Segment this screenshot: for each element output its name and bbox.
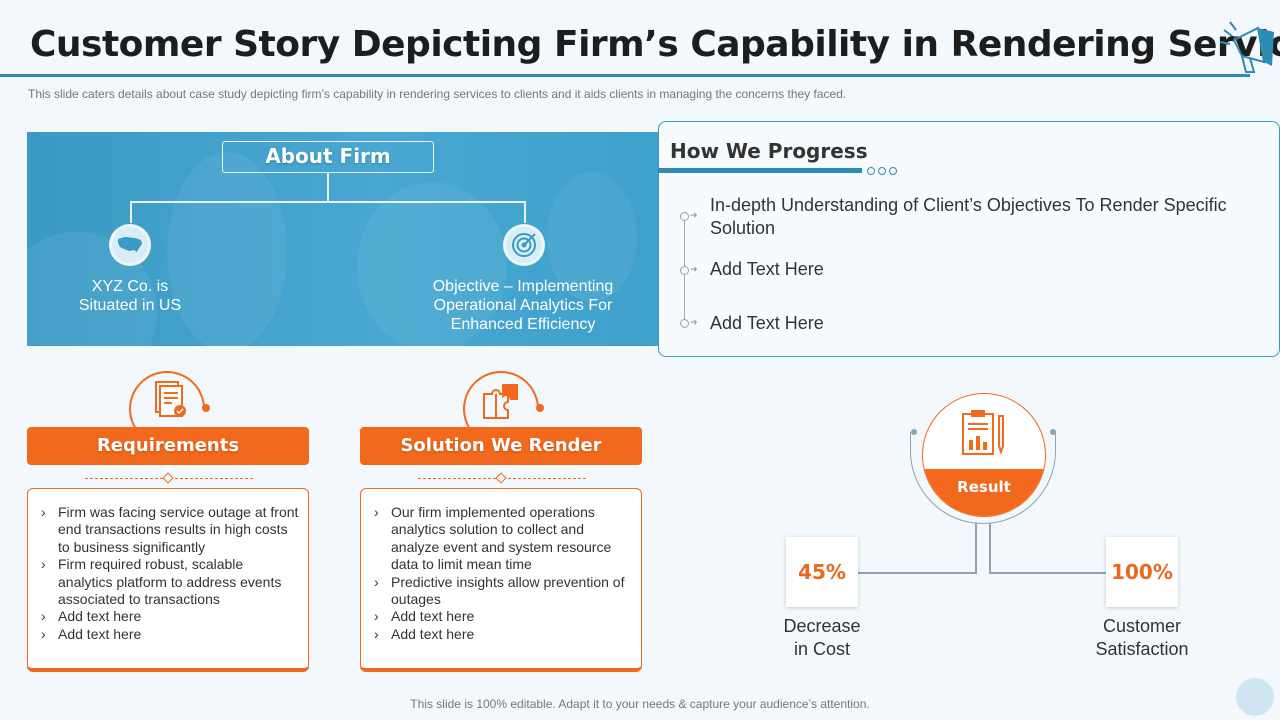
- connector-line: [524, 201, 526, 223]
- firm-location-text: XYZ Co. is Situated in US: [78, 278, 182, 314]
- solution-list: Our firm implemented operations analytic…: [371, 504, 633, 644]
- arrow-right-icon: ➜: [690, 317, 698, 327]
- list-item: Add text here: [38, 626, 300, 644]
- connector-line: [130, 201, 525, 203]
- connector-line: [130, 201, 132, 223]
- document-check-icon: [155, 381, 186, 417]
- stat-satisfaction-caption: Customer Satisfaction: [1095, 616, 1189, 659]
- requirements-header: Requirements: [27, 427, 309, 465]
- requirements-list: Firm was facing service outage at front …: [38, 504, 300, 644]
- connector-line: [327, 173, 329, 201]
- stat-cost-value: 45%: [786, 537, 858, 607]
- arc-dot: [1050, 429, 1056, 435]
- divider-diamond: [495, 472, 507, 484]
- result-fill: [923, 469, 1045, 516]
- stat-cost-caption: Decrease in Cost: [783, 616, 861, 659]
- about-firm-title: About Firm: [222, 141, 434, 173]
- arrow-right-icon: ➜: [690, 264, 698, 274]
- timeline-bullet: [680, 266, 689, 275]
- list-item: Predictive insights allow prevention of …: [371, 574, 633, 609]
- slide-subtitle: This slide caters details about case stu…: [28, 87, 847, 101]
- slide-title: Customer Story Depicting Firm’s Capabili…: [30, 24, 1280, 65]
- connector-line: [989, 572, 1107, 574]
- clipboard-chart-icon: [962, 410, 1004, 456]
- connector-line: [858, 572, 977, 574]
- timeline-bullet: [680, 319, 689, 328]
- list-item: Add text here: [371, 626, 633, 644]
- list-item: Firm was facing service outage at front …: [38, 504, 300, 556]
- stat-satisfaction-value: 100%: [1106, 537, 1178, 607]
- result-label: Result: [957, 478, 1011, 496]
- decorative-ring: [878, 167, 886, 175]
- arc-dot: [911, 429, 917, 435]
- how-we-progress-box: [658, 121, 1280, 357]
- section-dot: [536, 404, 544, 412]
- progress-item: In-depth Understanding of Client’s Objec…: [710, 195, 1227, 238]
- solution-header: Solution We Render: [360, 427, 642, 465]
- section-dot: [202, 404, 210, 412]
- us-map-icon: [109, 224, 151, 266]
- list-item: Firm required robust, scalable analytics…: [38, 556, 300, 608]
- list-item: Add text here: [38, 608, 300, 626]
- decorative-circle: [1236, 678, 1274, 716]
- list-item: Add text here: [371, 608, 633, 626]
- progress-item: Add Text Here: [710, 313, 824, 333]
- progress-title-bar: [658, 168, 862, 173]
- puzzle-icon: [483, 384, 518, 419]
- decorative-ring: [889, 167, 897, 175]
- megaphone-icon: [1219, 21, 1274, 73]
- progress-item: Add Text Here: [710, 259, 824, 279]
- firm-objective-text: Objective – Implementing Operational Ana…: [432, 278, 614, 333]
- decorative-ring: [867, 167, 875, 175]
- timeline-bullet: [680, 212, 689, 221]
- progress-title: How We Progress: [670, 139, 868, 163]
- target-icon: [503, 224, 545, 266]
- title-underline: [0, 74, 1250, 77]
- about-firm-panel: About Firm XYZ Co. is Situated in US Obj…: [27, 132, 660, 346]
- list-item: Our firm implemented operations analytic…: [371, 504, 633, 574]
- footer-note: This slide is 100% editable. Adapt it to…: [410, 697, 870, 711]
- arrow-right-icon: ➜: [690, 210, 698, 220]
- divider-diamond: [162, 472, 174, 484]
- connector-line: [989, 523, 991, 572]
- connector-line: [975, 523, 977, 572]
